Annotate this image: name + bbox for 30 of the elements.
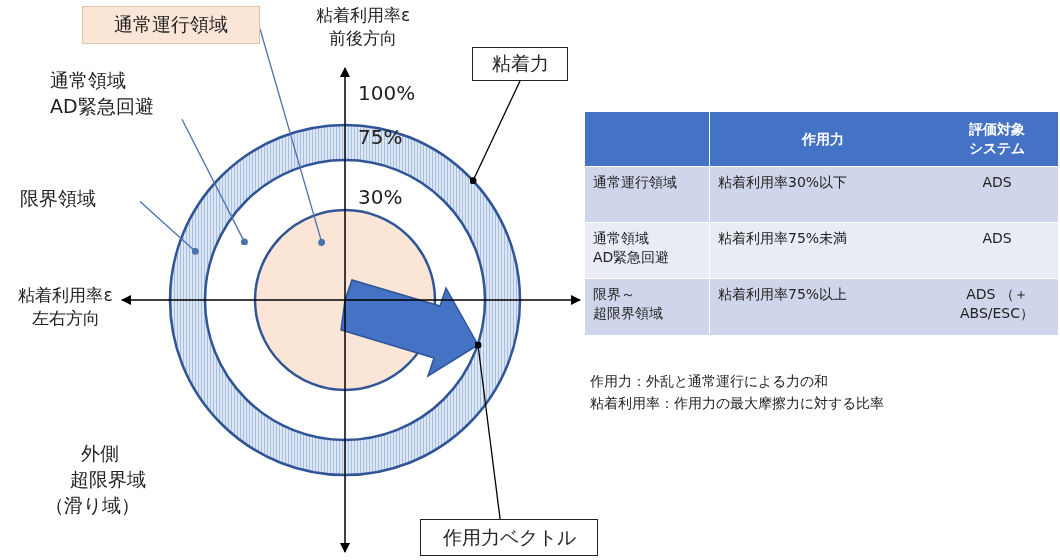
vector-label: 作用力ベクトル (420, 519, 598, 556)
percent-label: 30% (358, 184, 404, 211)
percent-label: 75% (358, 124, 404, 151)
region-label: 通常運行領域 (82, 6, 260, 44)
table-cell: ADS (936, 167, 1058, 222)
leader-line (469, 80, 521, 185)
table-cell: 通常領域 AD緊急回避 (585, 223, 709, 278)
leader-line (259, 28, 326, 246)
region-label: 通常領域 AD緊急回避 (50, 68, 200, 120)
table-cell: 限界～超限界領域 (585, 279, 709, 335)
percent-label: 100% (358, 80, 417, 107)
leader-line (181, 118, 248, 246)
table-cell: 粘着利用率30%以下 (710, 167, 936, 222)
region-label: 外側超限界域（滑り域） (45, 441, 147, 518)
note-text: 作用力：外乱と通常運行による力の和 (590, 372, 829, 391)
table-cell: 通常運行領域 (585, 167, 709, 222)
table-header-cell: 評価対象システム (936, 112, 1058, 166)
table-header-cell: 作用力 (710, 112, 936, 166)
table-cell: ADS (936, 223, 1058, 278)
vector-arrow (340, 279, 479, 378)
table-cell: 粘着利用率75%以上 (710, 279, 936, 335)
axis-label: 粘着利用率ε 前後方向 (314, 4, 412, 50)
region-label: 限界領域 (20, 186, 140, 212)
leader-line (139, 200, 199, 255)
axis-label: 粘着利用率ε 左右方向 (17, 284, 114, 330)
table-cell: 粘着利用率75%未満 (710, 223, 936, 278)
force-label: 粘着力 (472, 47, 568, 81)
leader-line (474, 341, 501, 520)
note-text: 粘着利用率：作用力の最大摩擦力に対する比率 (590, 394, 885, 413)
table-cell: ADS （＋ABS/ESC） (936, 279, 1058, 335)
